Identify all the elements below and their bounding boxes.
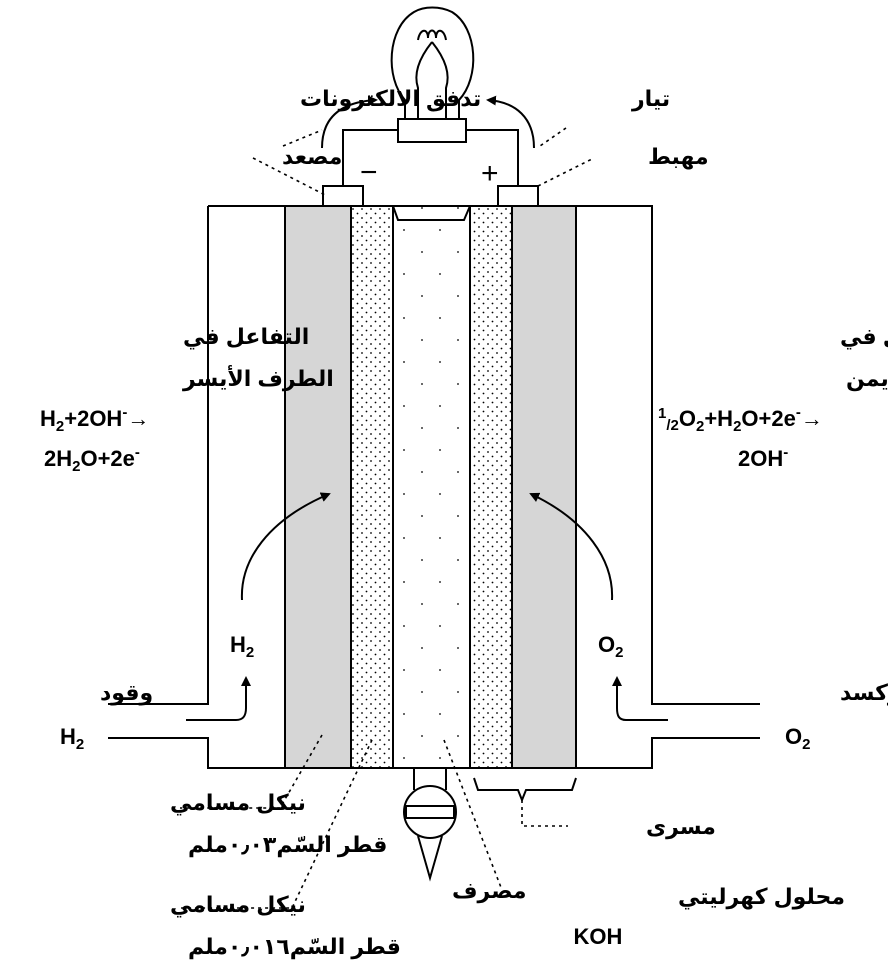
light-bulb-icon [390,6,475,143]
hydrogen-flow-arrow [240,492,331,601]
right-equation-line-1: 1/2O2+H2O+2e-→ [658,404,823,435]
electron-flow-label: تدفق الالكترونات [300,86,481,112]
drain-label: مصرف [452,878,527,904]
o2-flow-label: O2 [598,632,623,661]
cathode-electrode [511,205,577,769]
left-reaction-title-2: الطرف الأيسر [182,364,334,392]
oxygen-flow-arrow [529,492,614,601]
oxidizer-inlet-arrow [612,676,668,721]
leader-lines [180,127,595,909]
anode-electrode [284,205,352,769]
current-arrow [486,95,535,149]
anode-terminal [322,185,364,207]
channel-brace [473,777,577,803]
anode-label: مصعد [282,144,342,169]
oxidizer-o2-label: O2 [785,724,810,753]
right-reaction-title-1: التفاعل في [840,324,888,350]
porous-nickel-right [469,205,513,769]
electron-flow-arrow [321,95,378,149]
left-equation-line-1: H2+2OH-→ [40,404,149,435]
h2-flow-label: H2 [230,632,254,661]
minus-sign: − [360,156,378,189]
cathode-label: مهبط [648,144,709,170]
fuel-label: وقود [100,680,153,706]
current-label: تيار [631,86,670,111]
cathode-terminal [497,185,539,207]
left-reaction-title-1: التفاعل في [183,324,309,350]
porous-nickel-left [350,205,394,769]
right-equation-line-2: 2OH- [738,444,788,471]
koh-label: KOH [574,924,623,949]
porous-nickel-label-2: نيكل مسامي [170,892,306,918]
drain-valve-icon [403,768,457,882]
right-reaction-title-2: الطرف الأيمن [846,364,888,392]
channel-label: مسرى [646,814,716,840]
oxidizer-label: مؤكسد [840,680,888,706]
fuel-h2-label: H2 [60,724,84,753]
porous-nickel-label-1: نيكل مسامي [170,790,306,816]
pore-diameter-label-2: قطر السّم٠٫٠١٦ملم [188,934,401,960]
electrolyte-column [392,205,471,769]
pore-diameter-label-1: قطر السّم٠٫٠٣ملم [188,832,387,858]
electrolyte-label: محلول كهرليتي [678,884,845,910]
left-equation-line-2: 2H2O+2e- [44,444,140,475]
plus-sign: + [481,157,499,190]
fuel-inlet-arrow [186,676,251,721]
